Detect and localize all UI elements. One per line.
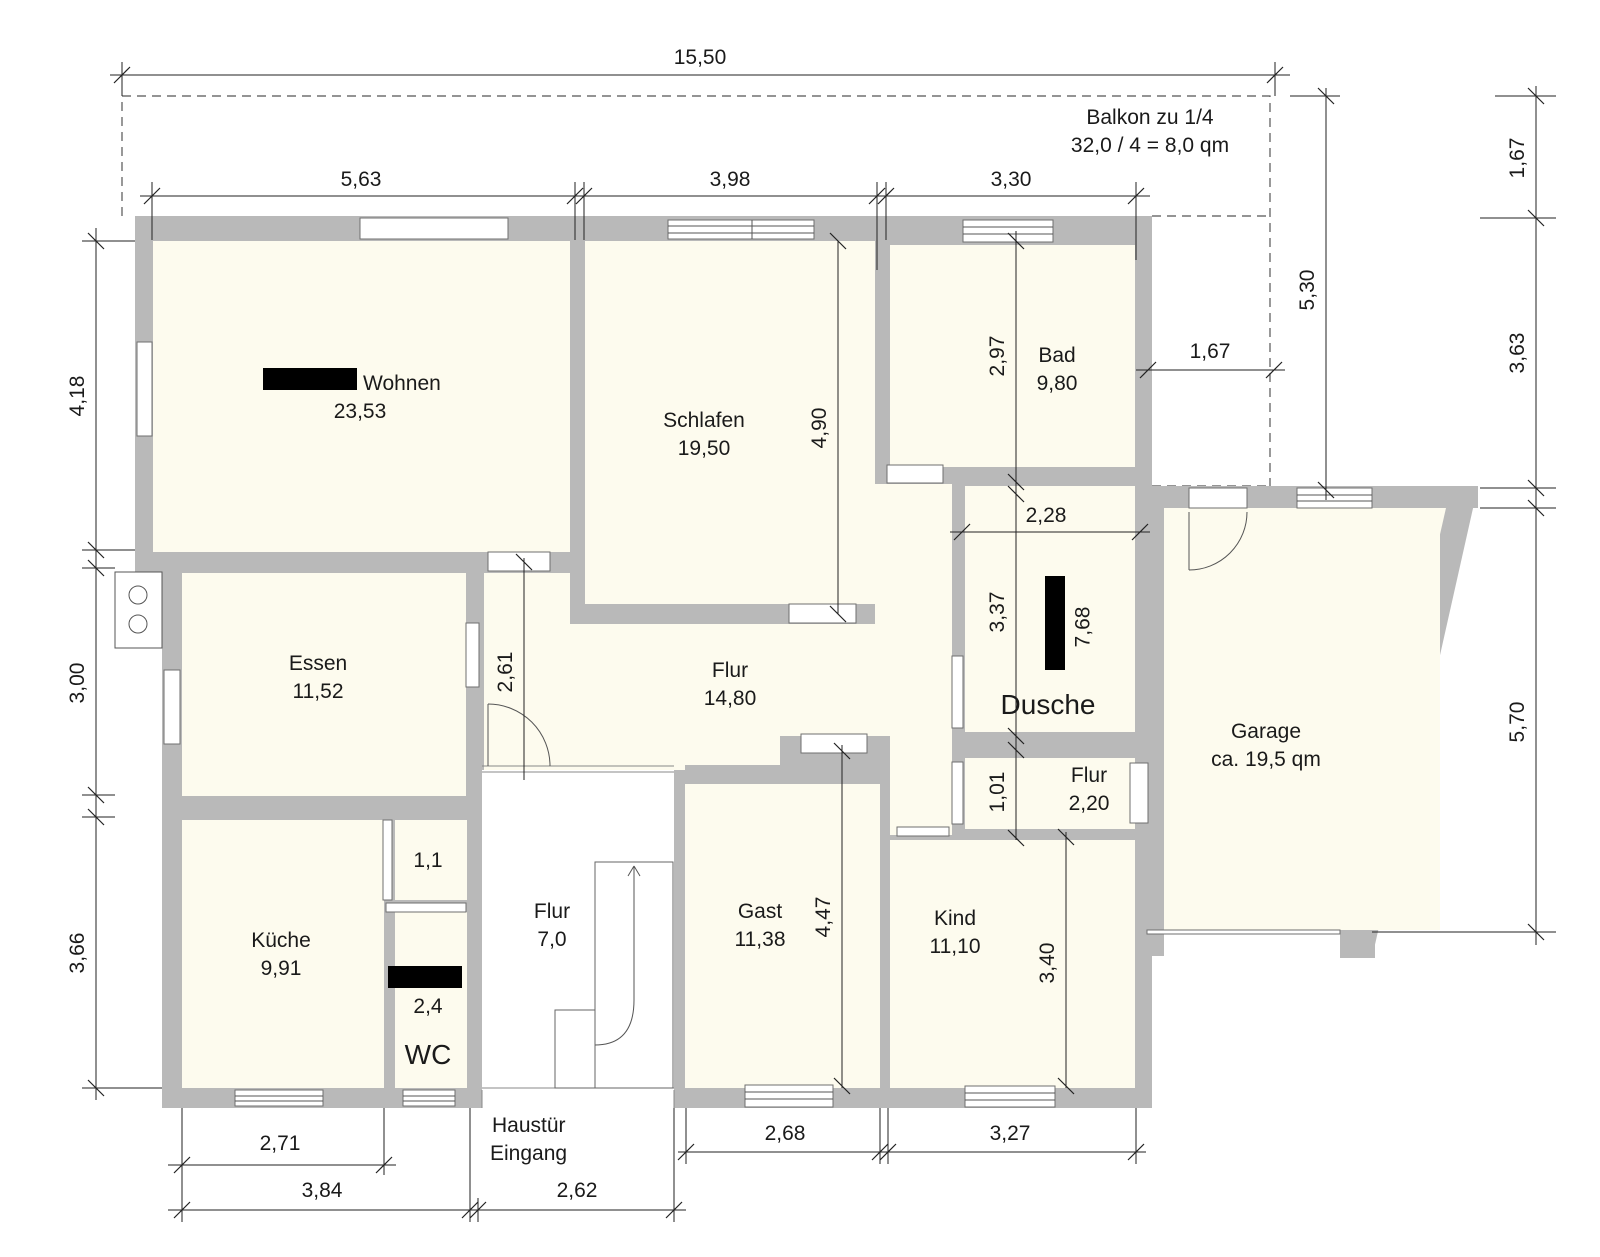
dim-bottom-kind: 3,27: [990, 1122, 1031, 1145]
floor-flur-small: [965, 758, 1135, 829]
floor-essen: [182, 573, 466, 796]
room-wohnen-name: Wohnen: [363, 372, 441, 395]
dim-flur-door: 2,61: [494, 652, 517, 693]
room-wohnen-area: 23,53: [334, 400, 387, 423]
window-kueche-bottom: [234, 1089, 324, 1107]
room-floors: [153, 241, 1446, 1088]
entrance-label-1: Haustür: [492, 1114, 566, 1137]
room-gast-area: 11,38: [735, 928, 786, 951]
room-wc-name: WC: [405, 1039, 452, 1070]
room-flur-small-name: Flur: [1071, 764, 1107, 787]
door-swings: [487, 511, 1248, 767]
room-abstell-area: 1,1: [413, 849, 442, 872]
redaction-wc: [388, 966, 462, 988]
dim-bad-depth: 2,97: [986, 336, 1009, 377]
window-wohnen-top: [359, 217, 509, 240]
window-garage-top: [1296, 487, 1373, 509]
room-flur-main-area: 14,80: [704, 687, 757, 710]
floor-wohnen: [153, 241, 570, 552]
room-flur-entry-area: 7,0: [537, 928, 566, 951]
dimension-lines: [82, 62, 1556, 1222]
dim-left-mid: 3,00: [66, 663, 89, 704]
redaction-dusche: [1045, 576, 1065, 670]
dim-left-top: 4,18: [66, 376, 89, 417]
entrance-label-2: Eingang: [490, 1142, 567, 1165]
dim-dusche-width: 2,28: [1026, 504, 1067, 527]
balcony-name: Balkon zu 1/4: [1086, 106, 1214, 129]
room-kind-name: Kind: [934, 907, 976, 930]
balcony-area: 32,0 / 4 = 8,0 qm: [1071, 134, 1229, 157]
dim-bottom-kueche: 2,71: [260, 1132, 301, 1155]
door-openings: [382, 464, 1341, 935]
floor-bad: [890, 245, 1135, 467]
entry-hall: [481, 765, 675, 1108]
dim-kind-depth: 3,40: [1036, 943, 1059, 984]
dim-bottom-left-total: 3,84: [302, 1179, 343, 1202]
floor-garage-slant: [1340, 508, 1446, 930]
room-essen-name: Essen: [289, 652, 347, 675]
dim-far-right-top: 1,67: [1506, 138, 1529, 179]
dim-far-right-bottom: 5,70: [1506, 702, 1529, 743]
dim-bottom-gast: 2,68: [765, 1122, 806, 1145]
room-flur-entry-name: Flur: [534, 900, 570, 923]
dim-total-width: 15,50: [674, 46, 727, 69]
floor-kueche: [182, 820, 384, 1088]
dim-left-bottom: 3,66: [66, 933, 89, 974]
room-wc-area: 2,4: [413, 995, 443, 1018]
room-flur-main-name: Flur: [712, 659, 748, 682]
dimension-labels: 15,50 5,63 3,98 3,30 4,18 3,00 3,66 4,90…: [66, 46, 1529, 1202]
room-kueche-area: 9,91: [261, 957, 302, 980]
room-gast-name: Gast: [738, 900, 783, 923]
redaction-wohnen: [263, 368, 357, 390]
window-flur-small: [1129, 762, 1149, 824]
dim-balcony-side: 1,67: [1190, 340, 1231, 363]
floor-wc: [395, 912, 467, 1088]
room-essen-area: 11,52: [293, 680, 344, 703]
room-bad-area: 9,80: [1037, 372, 1078, 395]
dim-dusche-depth: 3,37: [986, 592, 1009, 633]
floor-flur-main: [484, 484, 952, 835]
floor-gast: [685, 784, 880, 1088]
windows: [136, 217, 1373, 1108]
window-wohnen-left: [136, 341, 153, 437]
dim-right-col-span: 5,30: [1296, 270, 1319, 311]
dim-schlafen-depth: 4,90: [808, 408, 831, 449]
window-bad-top: [962, 219, 1054, 243]
window-kind-bottom: [964, 1085, 1056, 1108]
window-schlafen-top: [667, 219, 815, 240]
room-garage-area: ca. 19,5 qm: [1211, 748, 1321, 771]
floor-schlafen: [585, 241, 875, 604]
room-schlafen-name: Schlafen: [663, 409, 745, 432]
room-flur-small-area: 2,20: [1069, 792, 1110, 815]
floor-kind: [890, 840, 1135, 1088]
dim-bottom-entry: 2,62: [557, 1179, 598, 1202]
stove-symbol: [114, 571, 163, 649]
dim-far-right-mid: 3,63: [1506, 333, 1529, 374]
room-kueche-name: Küche: [251, 929, 311, 952]
dim-top-bad: 3,30: [991, 168, 1032, 191]
dim-top-schlafen: 3,98: [710, 168, 751, 191]
window-essen-left: [163, 669, 181, 745]
room-dusche-area: 7,68: [1072, 607, 1095, 648]
dim-gast-depth: 4,47: [812, 897, 835, 938]
window-wc-bottom: [402, 1089, 456, 1107]
staircase: [554, 861, 674, 1089]
floor-garage: [1164, 508, 1440, 930]
room-bad-name: Bad: [1038, 344, 1075, 367]
floor-abstell: [395, 820, 467, 900]
window-gast-bottom: [744, 1084, 834, 1108]
dim-top-wohnen: 5,63: [341, 168, 382, 191]
room-garage-name: Garage: [1231, 720, 1301, 743]
dim-flur-small-depth: 1,01: [986, 772, 1009, 813]
room-schlafen-area: 19,50: [678, 437, 731, 460]
room-kind-area: 11,10: [930, 935, 981, 958]
room-dusche-name: Dusche: [1001, 689, 1096, 720]
